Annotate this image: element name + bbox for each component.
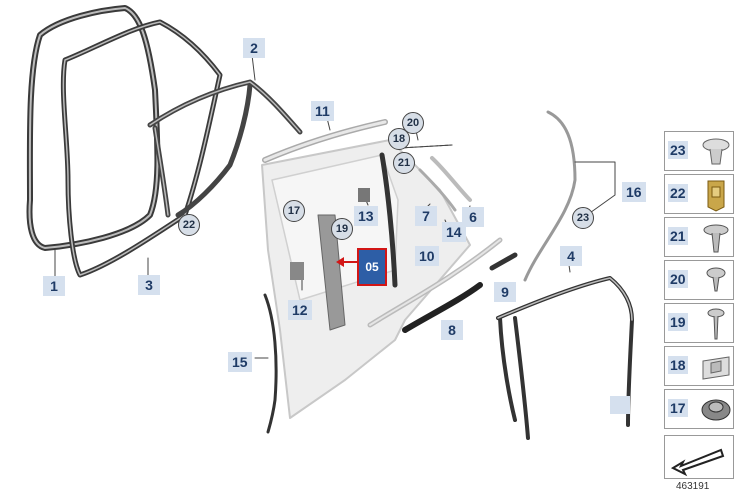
door-seal-3: [60, 19, 223, 278]
circle-23: 23: [572, 207, 594, 229]
legend-row[interactable]: 17: [664, 389, 734, 429]
handle-12: [290, 262, 304, 280]
legend-number: 19: [668, 313, 688, 331]
trim-6: [430, 156, 472, 202]
clip-13: [358, 188, 370, 202]
callout-10: 10: [415, 246, 439, 266]
circle-20: 20: [402, 112, 424, 134]
callout-15: 15: [228, 352, 252, 372]
legend-number: 21: [668, 227, 688, 245]
arrow-icon: [670, 448, 725, 477]
legend-number: 18: [668, 356, 688, 374]
window-channel-7: [379, 152, 398, 288]
glass-seal-16: [523, 110, 577, 282]
callout-16: 16: [622, 182, 646, 202]
callout-6: 6: [462, 207, 484, 227]
diagram-id: 463191: [676, 481, 710, 492]
callout-8: 8: [441, 320, 463, 340]
circle-21: 21: [393, 152, 415, 174]
circle-17: 17: [283, 200, 305, 222]
strip-14: [418, 168, 457, 212]
callout-14: 14: [442, 222, 466, 242]
edge-seal-15: [263, 293, 278, 434]
screw-washer-icon: [703, 224, 729, 253]
legend-arrow-cell[interactable]: [664, 435, 734, 479]
screw-long-icon: [707, 308, 725, 340]
bracket-clip-icon: [707, 180, 725, 212]
circle-22: 22: [178, 214, 200, 236]
callout-3: 3: [138, 275, 160, 295]
window-frame-4: [496, 276, 634, 440]
callout-7: 7: [415, 206, 437, 226]
circle-19: 19: [331, 218, 353, 240]
position-marker: [610, 396, 630, 414]
callout-13: 13: [354, 206, 378, 226]
legend-number: 22: [668, 184, 688, 202]
highlighted-position[interactable]: 05: [357, 248, 387, 286]
callout-12: 12: [288, 300, 312, 320]
circle-18: 18: [388, 128, 410, 150]
legend-number: 17: [668, 399, 688, 417]
strip-9: [489, 252, 518, 271]
strip-8: [402, 282, 483, 333]
legend-row[interactable]: 19: [664, 303, 734, 343]
callout-1: 1: [43, 276, 65, 296]
legend-number: 23: [668, 141, 688, 159]
retainer-clip-icon: [702, 356, 730, 380]
plastic-nut-icon: [701, 399, 731, 421]
fastener-legend: 23 22 21 20: [664, 131, 736, 481]
legend-row[interactable]: 20: [664, 260, 734, 300]
legend-row[interactable]: 22: [664, 174, 734, 214]
legend-number: 20: [668, 270, 688, 288]
door-seal-1: [26, 5, 161, 251]
callout-2: 2: [243, 38, 265, 58]
callout-4: 4: [560, 246, 582, 266]
callout-9: 9: [494, 282, 516, 302]
callout-11: 11: [311, 101, 334, 121]
screw-short-icon: [706, 267, 726, 292]
legend-row[interactable]: 23: [664, 131, 734, 171]
legend-row[interactable]: 18: [664, 346, 734, 386]
clip-icon: [702, 138, 730, 165]
legend-row[interactable]: 21: [664, 217, 734, 257]
pillar-trim: [317, 214, 346, 331]
